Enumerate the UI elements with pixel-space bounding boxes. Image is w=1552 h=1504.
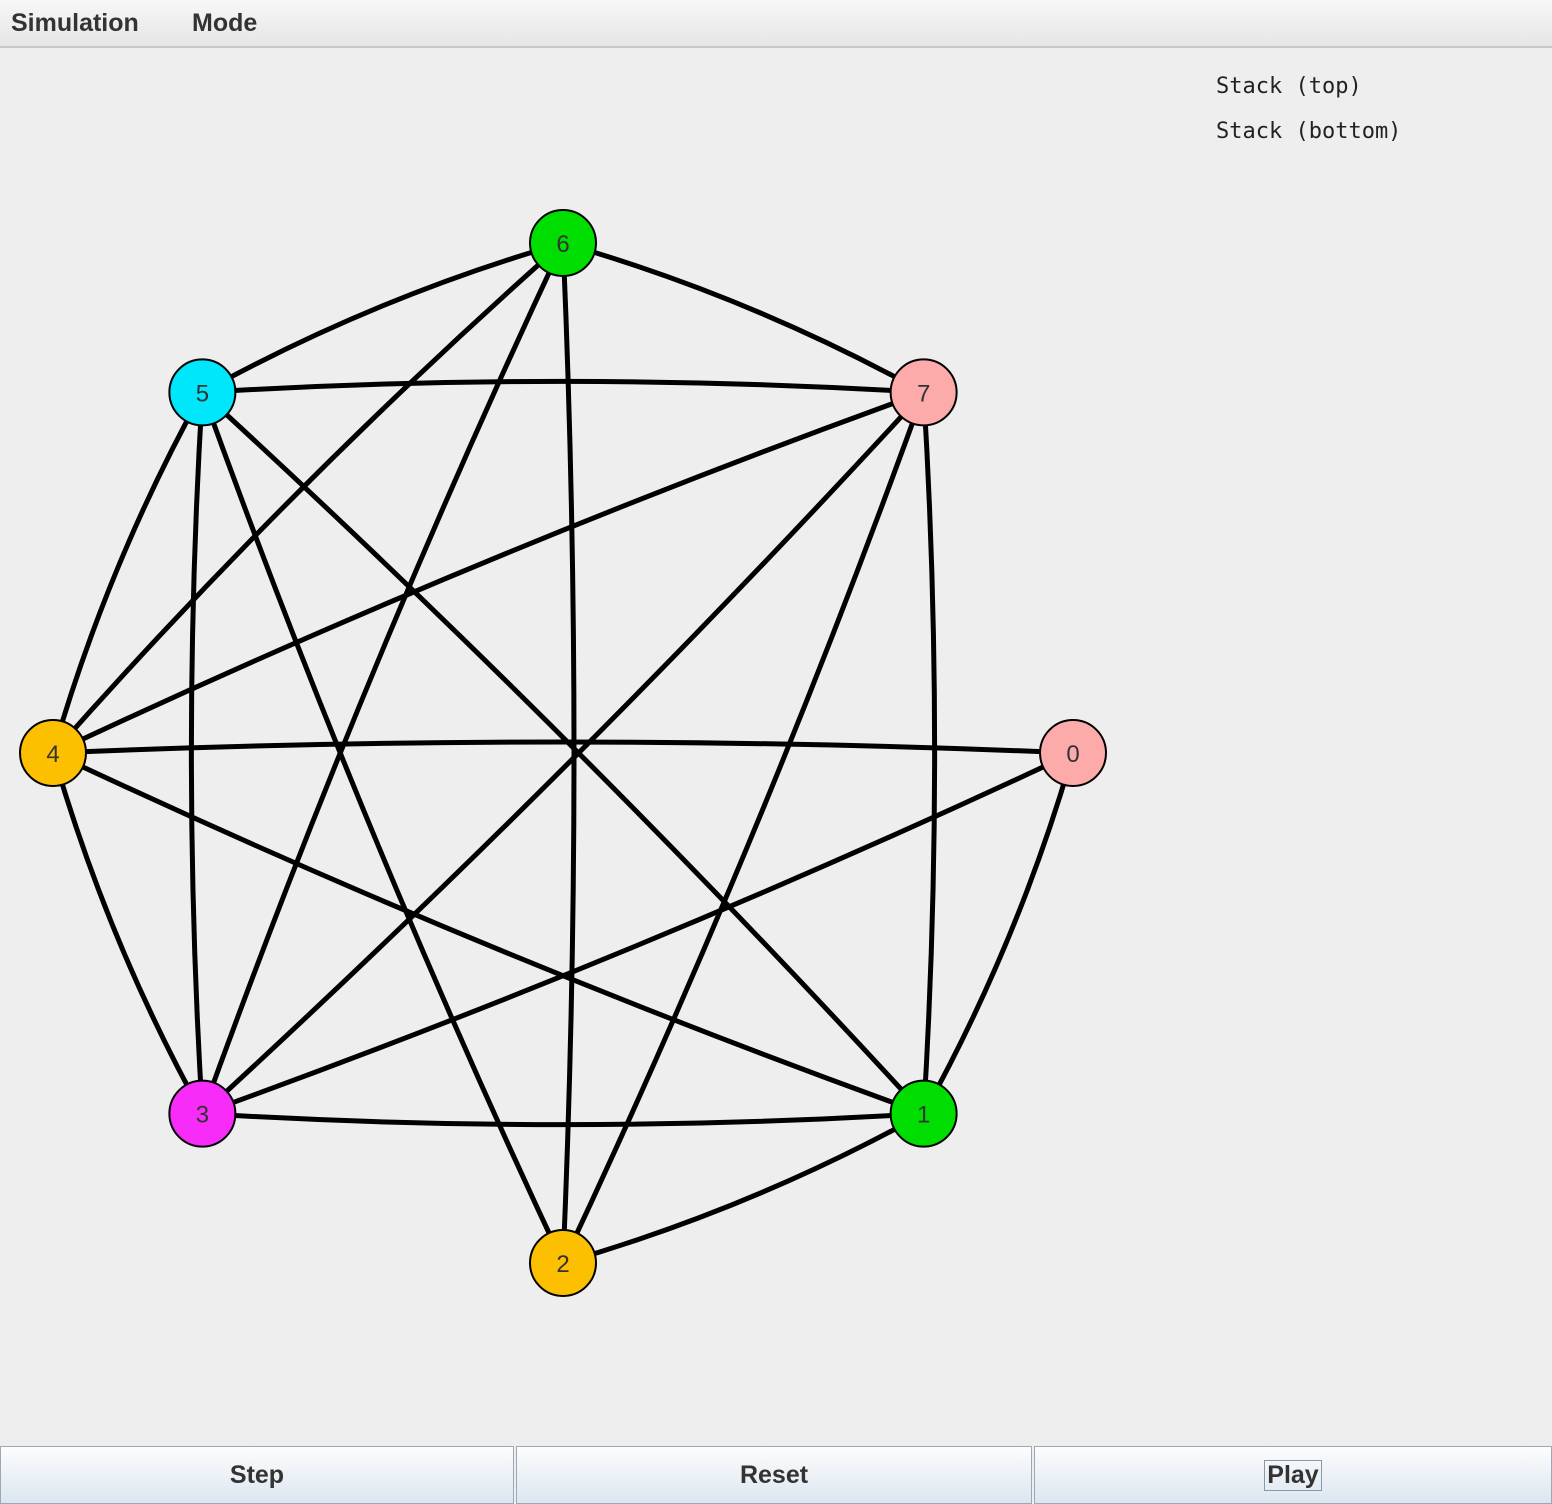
graph-node-3-label: 3 [196,1102,209,1129]
play-button-label: Play [1264,1459,1322,1491]
step-button-label: Step [229,1460,285,1489]
edge-3-7 [200,390,926,1116]
edge-0-3 [201,750,1075,1116]
edge-3-4 [50,752,205,1115]
graph-node-6-label: 6 [556,231,569,258]
edge-4-5 [50,391,205,754]
graph-canvas: Stack (top) Stack (bottom) 0 1 2 3 4 5 6 7 [0,48,1552,1446]
play-button[interactable]: Play [1034,1446,1552,1504]
graph-node-3[interactable]: 3 [168,1079,237,1148]
edge-1-2 [562,1111,925,1266]
reset-button[interactable]: Reset [516,1446,1032,1504]
graph-node-2-label: 2 [556,1251,569,1278]
control-bar: Step Reset Play [0,1446,1552,1504]
graph-node-4-label: 4 [46,741,59,768]
reset-button-label: Reset [739,1460,809,1489]
edge-4-7 [51,390,925,756]
stack-bottom-label: Stack (bottom) [1216,119,1402,144]
edge-5-6 [201,240,564,395]
edge-1-7 [921,392,938,1114]
graph-node-7[interactable]: 7 [889,358,958,427]
edge-6-7 [562,240,925,395]
graph-svg: 0 1 2 3 4 5 6 7 [19,209,1107,1297]
graph-node-4-circle [19,719,87,787]
graph-node-1-label: 1 [917,1102,930,1129]
nodes-layer: 0 1 2 3 4 5 6 7 [19,209,1107,1297]
edge-1-4 [51,750,925,1116]
graph-node-2[interactable]: 2 [529,1229,597,1297]
edge-3-6 [200,241,566,1115]
edge-2-7 [560,391,926,1265]
graph-node-6[interactable]: 6 [529,209,597,277]
edge-0-4 [52,739,1074,756]
edge-1-3 [202,1111,924,1128]
graph-node-4[interactable]: 4 [19,719,87,787]
graph-node-5-label: 5 [196,380,209,407]
edge-2-6 [560,242,577,1264]
menu-bar: Simulation Mode [0,0,1552,48]
menu-mode[interactable]: Mode [192,9,258,37]
graph-node-7-label: 7 [917,380,930,407]
edge-3-5 [188,392,205,1114]
graph-node-7-circle [889,358,958,427]
graph-node-0-circle [1039,719,1107,787]
stack-top-label: Stack (top) [1216,74,1362,99]
edges-layer [50,240,1076,1266]
graph-node-1-circle [889,1079,958,1148]
edge-5-7 [202,378,924,395]
graph-node-1[interactable]: 1 [889,1079,958,1148]
edge-1-5 [200,390,926,1116]
graph-node-2-circle [529,1229,597,1297]
edge-0-1 [921,752,1076,1115]
graph-node-3-circle [168,1079,237,1148]
edge-2-5 [200,391,566,1265]
step-button[interactable]: Step [0,1446,514,1504]
graph-node-5[interactable]: 5 [168,358,237,427]
menu-simulation[interactable]: Simulation [11,9,139,37]
graph-node-5-circle [168,358,237,427]
graph-node-6-circle [529,209,597,277]
edge-4-6 [51,241,565,755]
graph-node-0[interactable]: 0 [1039,719,1107,787]
graph-node-0-label: 0 [1066,741,1079,768]
